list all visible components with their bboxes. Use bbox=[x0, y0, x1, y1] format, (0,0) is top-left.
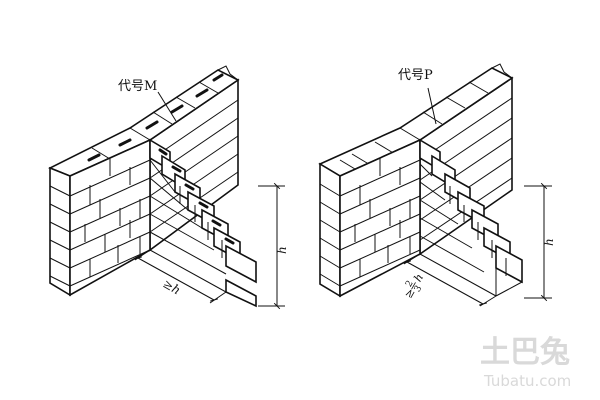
watermark-brand-en: Tubatu.com bbox=[483, 372, 571, 390]
left-wall-figure bbox=[48, 65, 285, 310]
right-wall-figure bbox=[318, 63, 552, 307]
right-dimension-min-var: h bbox=[411, 272, 426, 285]
left-dimension-h-label: h bbox=[275, 246, 289, 254]
watermark: 土巴兔 Tubatu.com bbox=[480, 335, 571, 390]
right-dimension-h-label: h bbox=[542, 238, 556, 246]
right-dimension-min-den: 3 bbox=[413, 284, 425, 294]
right-dimension-min-num: 2 bbox=[404, 279, 416, 289]
watermark-brand-cn: 土巴兔 bbox=[480, 335, 570, 370]
right-code-label: 代号P bbox=[398, 68, 433, 83]
left-dimension-h bbox=[258, 182, 285, 310]
left-cross-wall bbox=[49, 138, 151, 297]
left-code-label: 代号M bbox=[118, 79, 157, 94]
left-dimension-min bbox=[134, 249, 227, 304]
left-long-wall-face bbox=[48, 65, 240, 252]
right-label-leader bbox=[427, 87, 437, 125]
left-dimension-min-label: ≥h bbox=[161, 276, 183, 297]
right-dimension-h bbox=[524, 182, 552, 302]
left-label-leader bbox=[157, 91, 177, 122]
right-stepped-return bbox=[419, 138, 523, 297]
right-dimension-min bbox=[403, 253, 497, 307]
right-dimension-min-label: ≥ 2 3 h bbox=[402, 272, 426, 301]
right-cross-wall bbox=[319, 138, 421, 298]
